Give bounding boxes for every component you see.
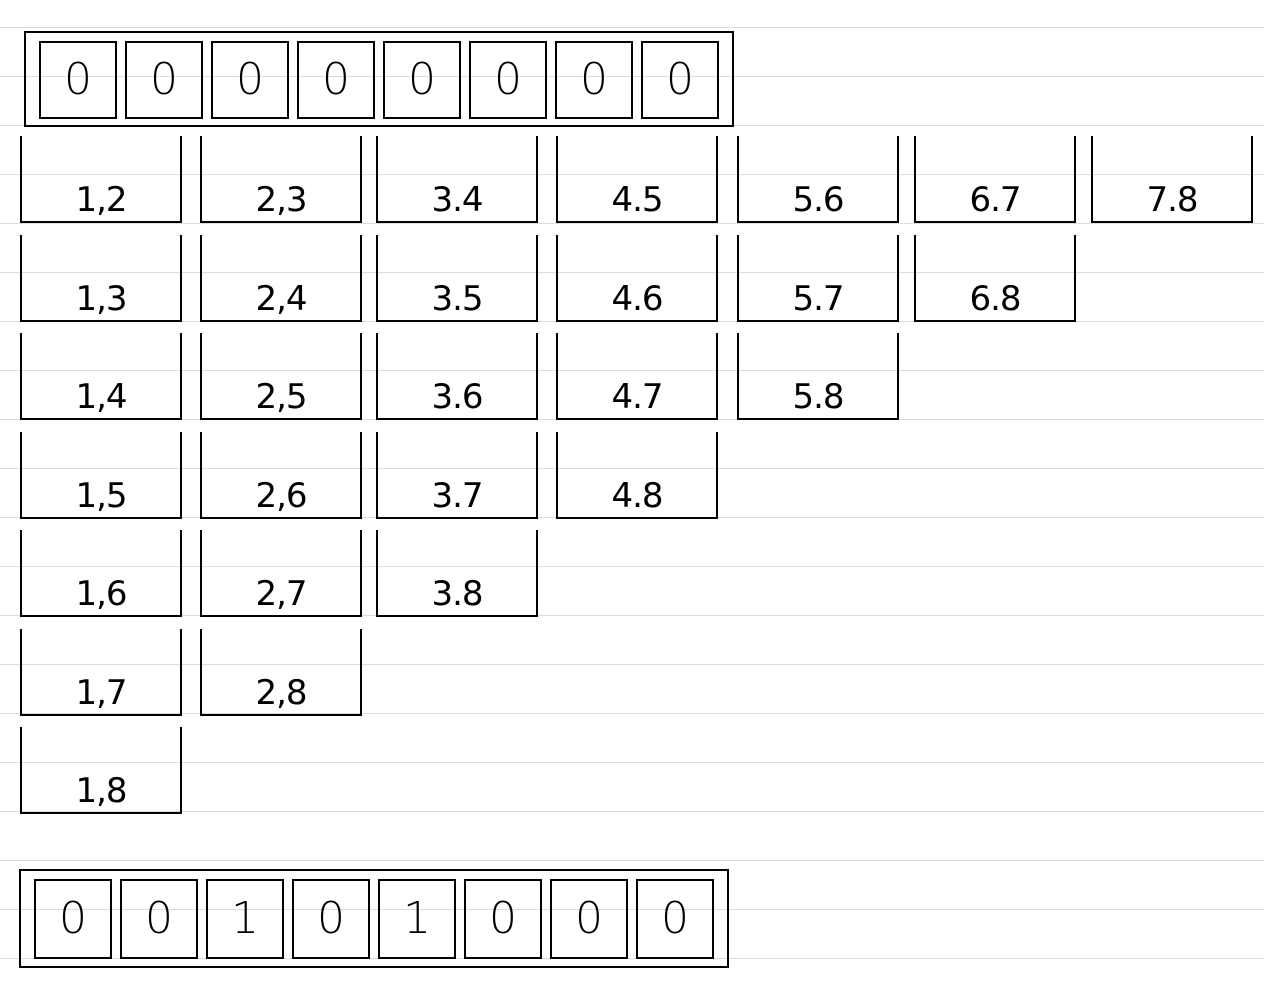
bucket-3-8: 3.8	[376, 530, 538, 617]
bucket-2-8: 2,8	[200, 629, 362, 716]
bucket-6-8: 6.8	[914, 235, 1076, 322]
bottom-array-cell-8: 0	[636, 879, 714, 959]
top-array-cell-1: 0	[39, 41, 117, 119]
bucket-4-6: 4.6	[556, 235, 718, 322]
bucket-1-3: 1,3	[20, 235, 182, 322]
bucket-2-3: 2,3	[200, 136, 362, 223]
bucket-4-7: 4.7	[556, 333, 718, 420]
bucket-3-4: 3.4	[376, 136, 538, 223]
bucket-5-7: 5.7	[737, 235, 899, 322]
bucket-1-2: 1,2	[20, 136, 182, 223]
bucket-2-6: 2,6	[200, 432, 362, 519]
bucket-7-8: 7.8	[1091, 136, 1253, 223]
top-array-cell-4: 0	[297, 41, 375, 119]
bucket-5-6: 5.6	[737, 136, 899, 223]
bucket-2-7: 2,7	[200, 530, 362, 617]
bucket-3-5: 3.5	[376, 235, 538, 322]
bucket-1-5: 1,5	[20, 432, 182, 519]
bottom-array-cell-1: 0	[34, 879, 112, 959]
bucket-1-7: 1,7	[20, 629, 182, 716]
top-array-cell-7: 0	[555, 41, 633, 119]
bottom-array-cell-6: 0	[464, 879, 542, 959]
top-array-cell-3: 0	[211, 41, 289, 119]
bucket-2-5: 2,5	[200, 333, 362, 420]
bucket-6-7: 6.7	[914, 136, 1076, 223]
bottom-array-cell-4: 0	[292, 879, 370, 959]
top-array-cell-6: 0	[469, 41, 547, 119]
top-array-cell-5: 0	[383, 41, 461, 119]
bucket-1-6: 1,6	[20, 530, 182, 617]
bucket-1-8: 1,8	[20, 727, 182, 814]
bucket-1-4: 1,4	[20, 333, 182, 420]
bucket-4-5: 4.5	[556, 136, 718, 223]
bucket-4-8: 4.8	[556, 432, 718, 519]
bottom-array-cell-2: 0	[120, 879, 198, 959]
bucket-2-4: 2,4	[200, 235, 362, 322]
top-array-cell-8: 0	[641, 41, 719, 119]
top-array-cell-2: 0	[125, 41, 203, 119]
bucket-3-6: 3.6	[376, 333, 538, 420]
bucket-3-7: 3.7	[376, 432, 538, 519]
bottom-array-cell-7: 0	[550, 879, 628, 959]
bucket-5-8: 5.8	[737, 333, 899, 420]
bottom-array-cell-5: 1	[378, 879, 456, 959]
bottom-array-cell-3: 1	[206, 879, 284, 959]
